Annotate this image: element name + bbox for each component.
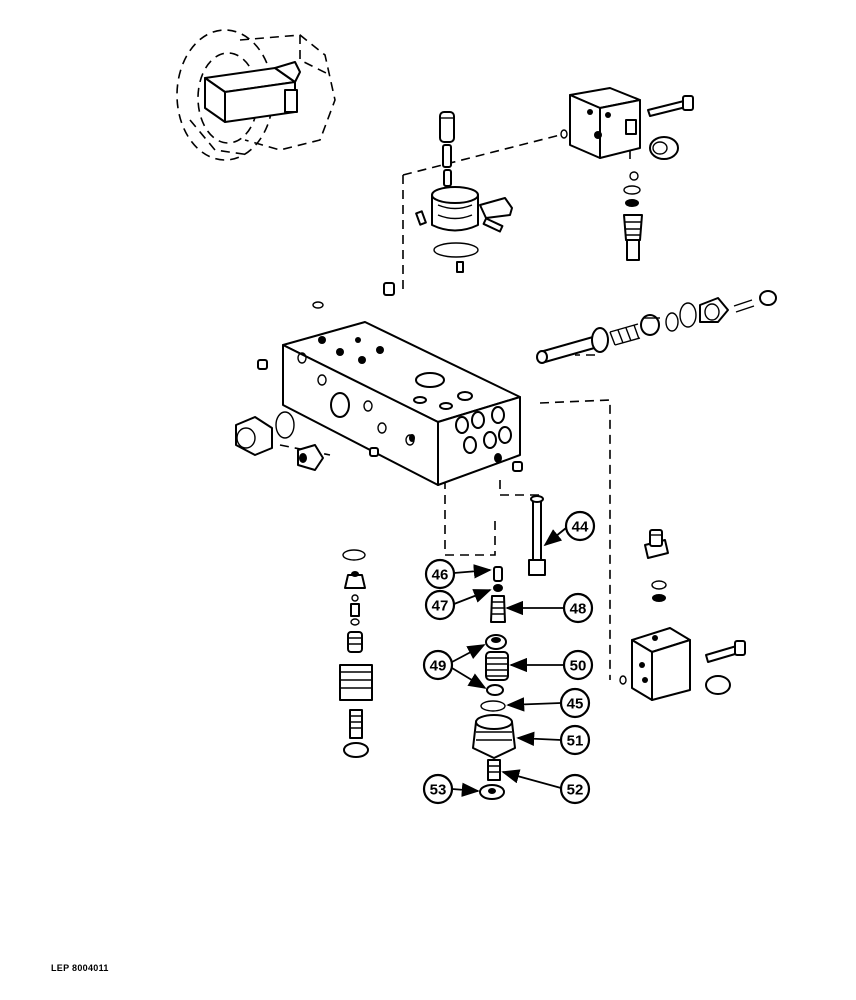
- long-bolt-44: [528, 495, 546, 576]
- callout-51: 51: [516, 724, 591, 756]
- centre-stack: [472, 566, 516, 800]
- svg-text:47: 47: [432, 598, 449, 615]
- callout-48: 48: [505, 592, 594, 624]
- upper-block: [560, 87, 694, 261]
- callout-45: 45: [506, 687, 591, 719]
- location-thumbnail: [176, 29, 336, 161]
- lower-right-block: [619, 529, 746, 701]
- callout-50: 50: [509, 649, 594, 681]
- left-plugs: [235, 411, 324, 471]
- callout-49: 49: [422, 644, 487, 689]
- svg-text:50: 50: [570, 658, 587, 675]
- callout-53: 53: [422, 773, 480, 805]
- main-manifold-block: [282, 321, 521, 486]
- spool-assembly: [536, 290, 777, 364]
- callout-46: 46: [424, 558, 492, 590]
- callout-47: 47: [424, 589, 492, 621]
- pilot-valve-group: [415, 111, 513, 273]
- lower-left-stack: [339, 549, 373, 758]
- small-plugs: [257, 282, 523, 472]
- drawing-reference-code: LEP 8004011: [51, 963, 109, 973]
- callout-44: 44: [543, 510, 596, 547]
- svg-text:48: 48: [570, 601, 587, 618]
- callout-52: 52: [501, 769, 591, 805]
- svg-text:45: 45: [567, 696, 584, 713]
- svg-text:53: 53: [430, 782, 447, 799]
- svg-text:51: 51: [567, 733, 584, 750]
- svg-text:49: 49: [430, 658, 447, 675]
- svg-text:52: 52: [567, 782, 584, 799]
- svg-text:46: 46: [432, 567, 449, 584]
- svg-text:44: 44: [572, 519, 589, 536]
- assembly-guide-lines: [279, 134, 631, 680]
